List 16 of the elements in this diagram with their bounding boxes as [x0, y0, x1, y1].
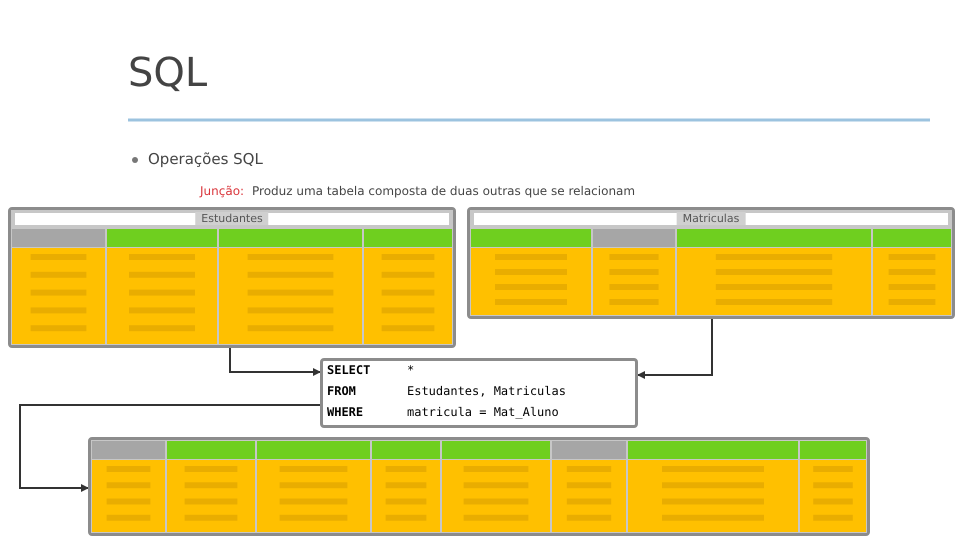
bullet-text: Operações SQL — [148, 150, 263, 168]
table-name: Estudantes — [195, 212, 269, 225]
sql-keyword: SELECT — [327, 363, 370, 377]
definition-text: Produz uma tabela composta de duas outras que se relacionam — [252, 184, 636, 198]
sql-clause: Estudantes, Matriculas — [407, 384, 566, 398]
connector-arrow — [229, 348, 321, 376]
connector-arrow — [19, 404, 320, 492]
slide-title: SQL — [128, 50, 208, 96]
sql-clause: * — [407, 363, 414, 377]
sql-keyword: WHERE — [327, 405, 364, 419]
query-box — [320, 358, 638, 428]
term-text: Junção: — [200, 184, 244, 198]
sql-keyword: FROM — [327, 384, 356, 398]
sql-clause: matricula = Mat_Aluno — [407, 405, 559, 419]
connector-arrow — [637, 319, 713, 379]
table-name: Matriculas — [676, 212, 746, 225]
